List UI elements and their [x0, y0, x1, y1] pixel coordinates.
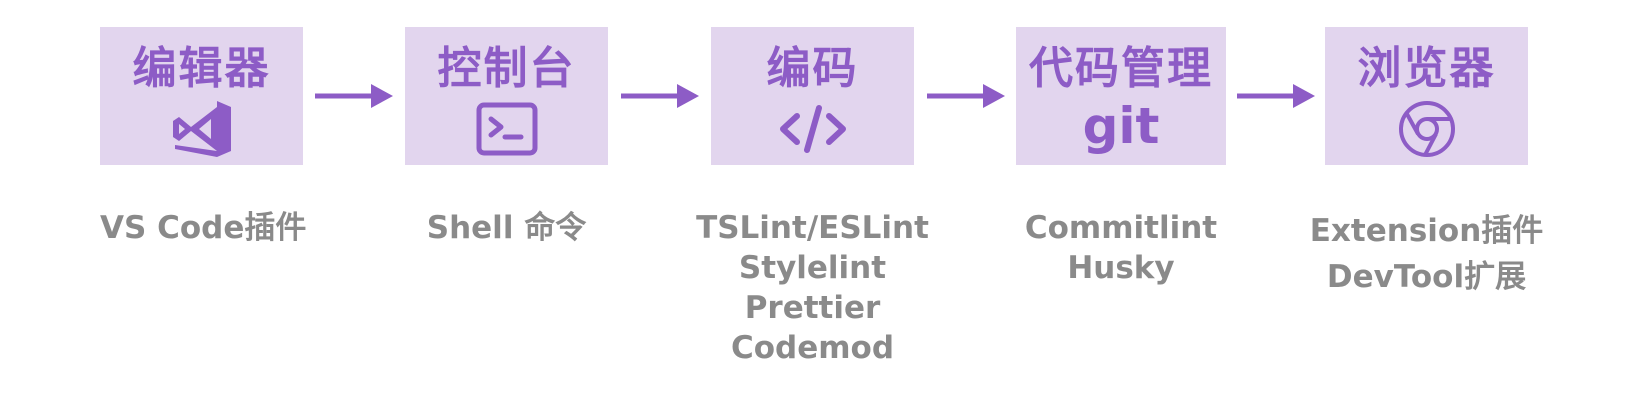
arrow-3 — [927, 84, 1005, 108]
step-box-browser: 浏览器 — [1325, 27, 1528, 165]
chrome-icon — [1397, 99, 1457, 159]
code-icon — [777, 99, 849, 159]
step-box-editor: 编辑器 — [100, 27, 303, 165]
caption-code-management: Commitlint Husky — [1016, 208, 1226, 288]
git-icon-text: git — [1082, 97, 1160, 155]
step-title: 控制台 — [437, 43, 576, 94]
terminal-icon — [475, 99, 539, 159]
caption-line: Extension插件 — [1309, 213, 1544, 249]
visual-studio-icon — [169, 99, 235, 159]
step-box-code-management: 代码管理 git — [1016, 27, 1226, 165]
arrow-2 — [621, 84, 699, 108]
caption-line: VS Code插件 — [100, 210, 307, 246]
arrow-1 — [315, 84, 393, 108]
caption-line: Codemod — [730, 330, 895, 366]
caption-line: Husky — [1067, 250, 1175, 286]
caption-coding: TSLint/ESLint Stylelint Prettier Codemod — [691, 208, 934, 368]
caption-console: Shell 命令 — [405, 208, 608, 248]
step-title: 浏览器 — [1357, 43, 1496, 94]
step-box-coding: 编码 — [711, 27, 914, 165]
git-icon: git — [1082, 97, 1160, 159]
caption-line: Commitlint — [1024, 210, 1218, 246]
caption-editor: VS Code插件 — [100, 208, 307, 248]
step-title: 编码 — [766, 43, 859, 94]
caption-line: TSLint/ESLint — [696, 210, 929, 246]
caption-browser: Extension插件 DevTool扩展 — [1295, 208, 1558, 300]
arrow-4 — [1237, 84, 1315, 108]
caption-line: Shell 命令 — [426, 210, 587, 246]
caption-line: Prettier — [744, 290, 881, 326]
step-title: 代码管理 — [1029, 43, 1213, 94]
caption-line: DevTool扩展 — [1326, 259, 1527, 295]
caption-line: Stylelint — [738, 250, 887, 286]
step-box-console: 控制台 — [405, 27, 608, 165]
step-title: 编辑器 — [132, 43, 271, 94]
